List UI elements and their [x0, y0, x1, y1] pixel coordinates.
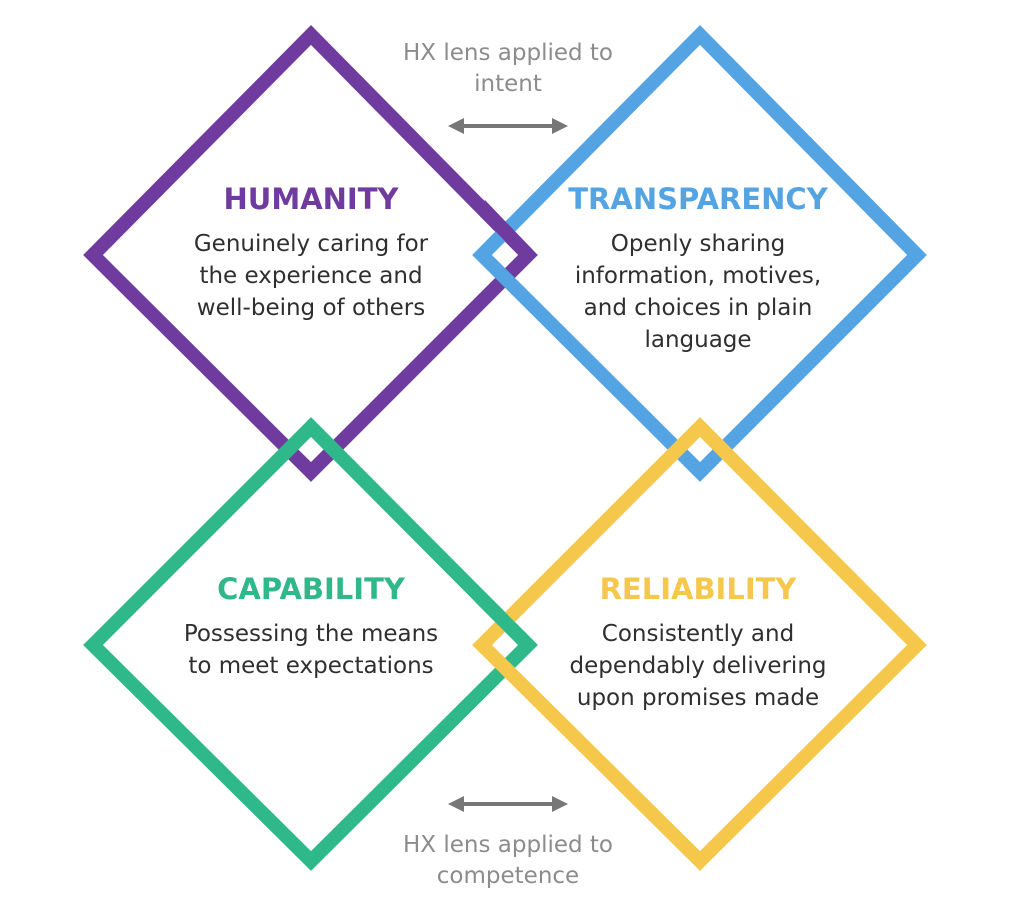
competence-lens-label: HX lens applied to competence: [403, 832, 613, 889]
reliability-title: RELIABILITY: [599, 572, 797, 606]
transparency-title: TRANSPARENCY: [568, 182, 828, 216]
capability-description: Possessing the means to meet expectation…: [183, 621, 439, 679]
humanity-quadrant: HUMANITY Genuinely caring for the experi…: [161, 182, 461, 324]
capability-overlap-segment: [475, 592, 533, 650]
reliability-quadrant: RELIABILITY Consistently and dependably …: [548, 572, 848, 714]
humanity-overlap-segment: [474, 200, 534, 260]
humanity-description: Genuinely caring for the experience and …: [193, 231, 429, 321]
humanity-diamond: [83, 25, 538, 482]
transparency-diamond: [472, 25, 927, 482]
capability-title: CAPABILITY: [217, 572, 405, 606]
reliability-diamond: [472, 417, 927, 871]
capability-quadrant: CAPABILITY Possessing the means to meet …: [161, 572, 461, 682]
capability-diamond: [83, 417, 538, 871]
humanity-title: HUMANITY: [223, 182, 399, 216]
transparency-description: Openly sharing information, motives, and…: [574, 231, 822, 353]
intent-lens-label: HX lens applied to intent: [403, 40, 613, 97]
transparency-quadrant: TRANSPARENCY Openly sharing information,…: [548, 182, 848, 356]
reliability-description: Consistently and dependably delivering u…: [569, 621, 827, 711]
